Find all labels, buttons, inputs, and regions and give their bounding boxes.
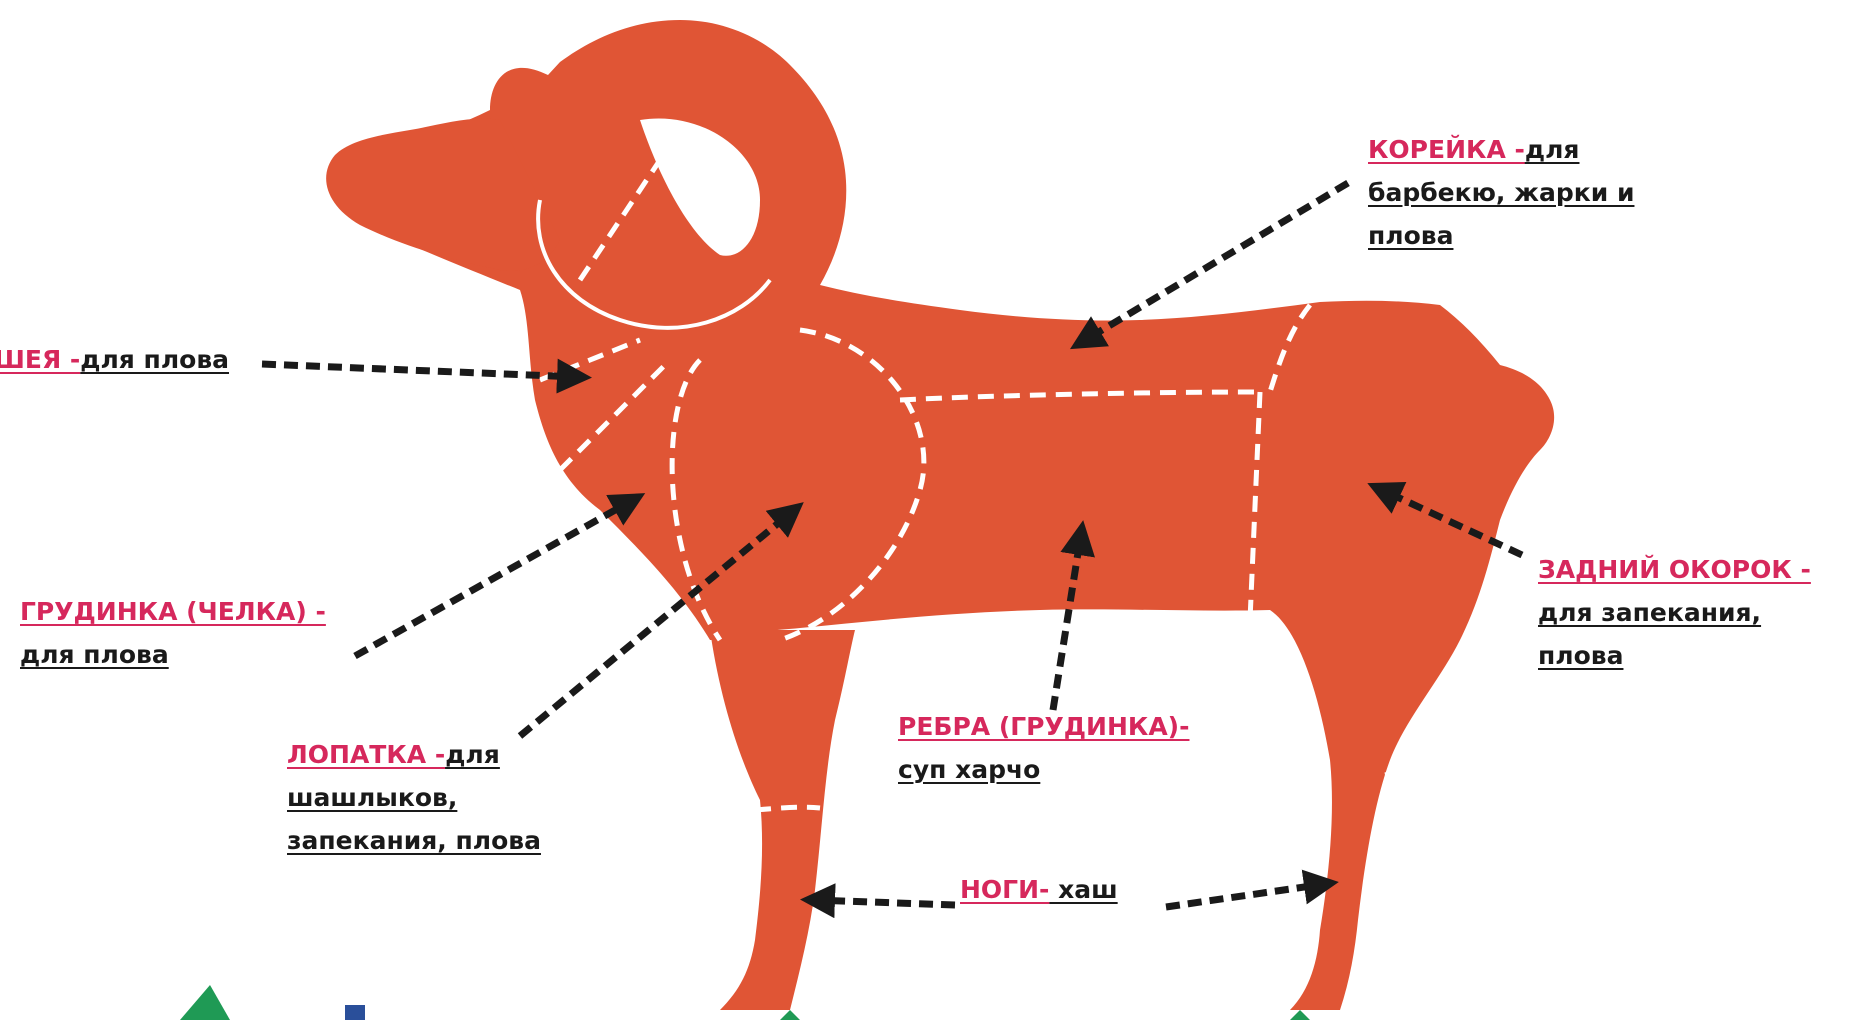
ram-front-leg <box>710 630 855 1010</box>
label-loin-title: КОРЕЙКА - <box>1368 135 1525 164</box>
label-brisket: ГРУДИНКА (ЧЕЛКА) - для плова <box>20 590 326 676</box>
label-brisket-desc: для плова <box>20 633 326 676</box>
arrow-legs-right <box>1166 884 1325 907</box>
label-neck: ШЕЯ -для плова <box>0 338 229 381</box>
label-loin-desc1: для <box>1525 135 1580 164</box>
label-loin-desc2: барбекю, жарки и <box>1368 171 1634 214</box>
label-ribs: РЕБРА (ГРУДИНКА)- суп харчо <box>898 705 1189 791</box>
label-shoulder: ЛОПАТКА -для шашлыков, запекания, плова <box>287 733 541 862</box>
cut-front-ankle <box>755 807 820 810</box>
label-shoulder-desc2: шашлыков, <box>287 776 541 819</box>
label-loin-desc3: плова <box>1368 214 1634 257</box>
label-shoulder-desc1: для <box>445 740 500 769</box>
label-legs: НОГИ- хаш <box>960 868 1118 911</box>
label-shoulder-desc3: запекания, плова <box>287 819 541 862</box>
label-neck-desc: для плова <box>80 345 229 374</box>
arrow-legs-left <box>814 900 955 905</box>
arrow-brisket <box>355 500 633 656</box>
label-legs-title: НОГИ- <box>960 875 1049 904</box>
blue-shape <box>345 1005 365 1020</box>
label-hind-leg: ЗАДНИЙ ОКОРОК - для запекания, плова <box>1538 548 1811 677</box>
green-triangle-left <box>180 985 230 1020</box>
label-ribs-desc: суп харчо <box>898 748 1189 791</box>
label-brisket-title: ГРУДИНКА (ЧЕЛКА) - <box>20 590 326 633</box>
label-neck-title: ШЕЯ - <box>0 345 80 374</box>
label-hind-leg-desc2: плова <box>1538 634 1811 677</box>
arrow-neck <box>262 364 578 377</box>
label-hind-leg-title: ЗАДНИЙ ОКОРОК - <box>1538 548 1811 591</box>
label-loin: КОРЕЙКА -для барбекю, жарки и плова <box>1368 128 1634 257</box>
label-legs-desc: хаш <box>1049 875 1117 904</box>
cut-hind-ankle <box>1385 769 1455 775</box>
label-shoulder-title: ЛОПАТКА - <box>287 740 445 769</box>
label-ribs-title: РЕБРА (ГРУДИНКА)- <box>898 705 1189 748</box>
label-hind-leg-desc1: для запекания, <box>1538 591 1811 634</box>
green-triangle-right <box>1290 1010 1310 1020</box>
green-triangle-mid <box>780 1010 800 1020</box>
